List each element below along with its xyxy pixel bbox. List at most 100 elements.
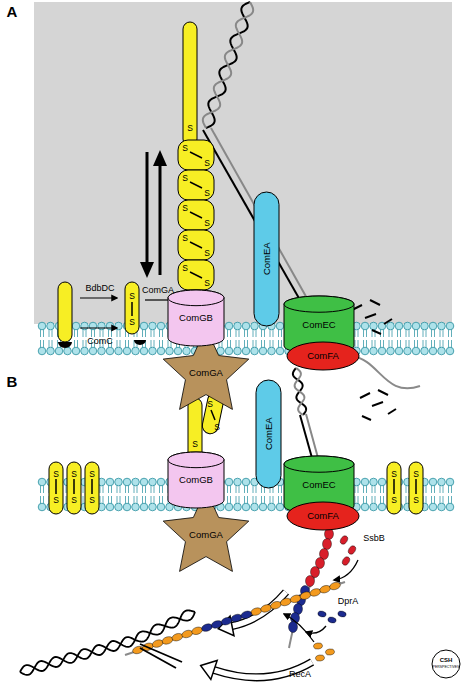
free-ssbb bbox=[347, 545, 357, 556]
free-ssbb bbox=[339, 535, 349, 546]
node-text-wrap: ComFA bbox=[287, 342, 359, 370]
dna-strand bbox=[306, 414, 318, 458]
small-label: S bbox=[53, 496, 59, 505]
lipid-tail bbox=[406, 329, 409, 348]
lipid-tail bbox=[41, 329, 44, 348]
membrane-pilin bbox=[409, 462, 423, 514]
process-arrow bbox=[80, 297, 117, 298]
node-label: ComFA bbox=[307, 351, 339, 361]
dna-strand bbox=[203, 130, 300, 300]
pilus-platform-protein: ComGB bbox=[168, 452, 224, 508]
lipid-head bbox=[123, 503, 131, 511]
lipid-head bbox=[378, 347, 386, 355]
open-arrow-outline bbox=[232, 592, 286, 626]
binding-arrow bbox=[284, 614, 314, 642]
reca-bead bbox=[250, 607, 263, 617]
lipid-head bbox=[438, 322, 446, 330]
lipid-head bbox=[276, 503, 284, 511]
node-label: ComEA bbox=[264, 418, 274, 451]
lipid-head bbox=[242, 347, 250, 355]
small-label: S bbox=[204, 279, 210, 288]
dna-fragment bbox=[372, 330, 381, 334]
lipid-head bbox=[38, 322, 46, 330]
lipid-tail bbox=[117, 329, 120, 348]
reca-bead bbox=[329, 581, 342, 591]
lipid-head bbox=[446, 478, 454, 486]
lipid-tail bbox=[134, 485, 137, 504]
cylinder-top bbox=[284, 296, 354, 312]
lipid-tail bbox=[449, 485, 452, 504]
node-label: ComEA bbox=[262, 243, 272, 276]
small-label: S bbox=[391, 496, 397, 505]
small-label: S bbox=[71, 470, 77, 479]
membrane-pilin bbox=[85, 462, 99, 514]
ellipse-shape bbox=[287, 502, 359, 530]
lipid-tail bbox=[423, 329, 426, 348]
lipid-tail bbox=[364, 329, 367, 348]
dna-strand bbox=[293, 368, 306, 415]
lipid-head bbox=[149, 322, 157, 330]
lipid-tail bbox=[449, 329, 452, 348]
leader-peptide bbox=[58, 342, 72, 348]
dna-strand bbox=[140, 648, 176, 668]
lipid-head bbox=[174, 347, 182, 355]
small-label: S bbox=[207, 400, 213, 409]
dpra-bead bbox=[230, 613, 243, 623]
dna-receptor: ComEA bbox=[256, 380, 281, 488]
lipid-head bbox=[106, 322, 114, 330]
lipid-head bbox=[123, 478, 131, 486]
node-text-wrap: ComEA bbox=[254, 192, 279, 326]
lipid-head bbox=[370, 503, 378, 511]
panel-letter: B bbox=[7, 374, 18, 389]
lipid-tail bbox=[432, 329, 435, 348]
lipid-head bbox=[378, 478, 386, 486]
dna-fragment bbox=[388, 409, 396, 414]
lipid-head bbox=[251, 503, 259, 511]
lipid-head bbox=[132, 347, 140, 355]
arrow-head bbox=[140, 262, 154, 278]
dpra-bead bbox=[289, 622, 298, 633]
small-label: S bbox=[129, 292, 135, 301]
lipid-head bbox=[446, 322, 454, 330]
small-label: S bbox=[182, 174, 188, 183]
reca-bead bbox=[279, 597, 292, 607]
lipid-tail bbox=[432, 485, 435, 504]
dpra-bead bbox=[220, 616, 233, 626]
node-label: ComGB bbox=[179, 475, 213, 485]
open-arrow-head bbox=[201, 661, 217, 680]
lipid-head bbox=[259, 503, 267, 511]
lipid-head bbox=[446, 503, 454, 511]
lipid-head bbox=[106, 478, 114, 486]
lipid-head bbox=[429, 322, 437, 330]
disulfide-bond bbox=[190, 152, 202, 158]
lipid-head bbox=[276, 347, 284, 355]
lipid-head bbox=[387, 347, 395, 355]
lipid-head bbox=[412, 322, 420, 330]
disulfide-bond bbox=[211, 410, 215, 420]
membrane-bilayer bbox=[38, 322, 454, 355]
lipid-head bbox=[132, 503, 140, 511]
dna-strand bbox=[135, 612, 195, 640]
lipid-head bbox=[98, 322, 106, 330]
lipid-head bbox=[115, 478, 123, 486]
lipid-tail bbox=[253, 329, 256, 348]
reca-bead bbox=[289, 594, 302, 604]
lipid-head bbox=[234, 347, 242, 355]
lipid-head bbox=[115, 347, 123, 355]
pilus-platform-protein: ComGB bbox=[168, 290, 224, 346]
lipid-tail bbox=[228, 329, 231, 348]
lipid-head bbox=[115, 503, 123, 511]
reca-bead bbox=[151, 639, 164, 649]
lipid-head bbox=[106, 347, 114, 355]
cylinder-body bbox=[168, 290, 224, 346]
lipid-head bbox=[361, 347, 369, 355]
lipid-head bbox=[38, 478, 46, 486]
dpra-bead bbox=[240, 610, 253, 620]
lipid-head bbox=[361, 503, 369, 511]
publisher-logo bbox=[432, 650, 460, 678]
membrane-pilin bbox=[67, 462, 81, 514]
lipid-tail bbox=[245, 485, 248, 504]
reca-bead bbox=[171, 632, 184, 642]
